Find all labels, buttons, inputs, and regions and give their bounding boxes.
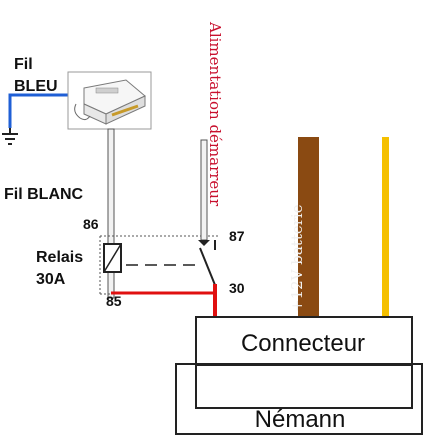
connector-block: [195, 316, 413, 409]
pin-87-label: 87: [229, 228, 245, 244]
fil-blanc-label: Fil BLANC: [4, 186, 84, 203]
yellow-wire: [382, 137, 389, 317]
nemann-label: Némann: [255, 406, 346, 433]
relais-label-line2: 30A: [36, 271, 66, 288]
connecteur-label: Connecteur: [241, 330, 365, 357]
red-wire: [111, 284, 217, 317]
ground-icon: [2, 128, 18, 145]
fil-bleu-label-line2: BLEU: [14, 78, 58, 95]
alimentation-demarreur-label: Alimentation démarreur: [206, 21, 224, 207]
batterie-label: +12V batterie: [288, 204, 306, 312]
relais-label-line1: Relais: [36, 249, 83, 266]
pin-86-label: 86: [83, 216, 99, 232]
brown-wire: [298, 137, 319, 317]
relay-switch-icon: [199, 240, 216, 286]
module-icon: [67, 71, 152, 130]
starter-feed-wire: [198, 139, 210, 246]
pin-30-label: 30: [229, 280, 245, 296]
nemann-block: [175, 363, 423, 435]
blue-wire: [8, 93, 68, 128]
pin-85-label: 85: [106, 293, 122, 309]
fil-bleu-label-line1: Fil: [14, 56, 33, 73]
relay-coil-icon: [103, 243, 200, 273]
